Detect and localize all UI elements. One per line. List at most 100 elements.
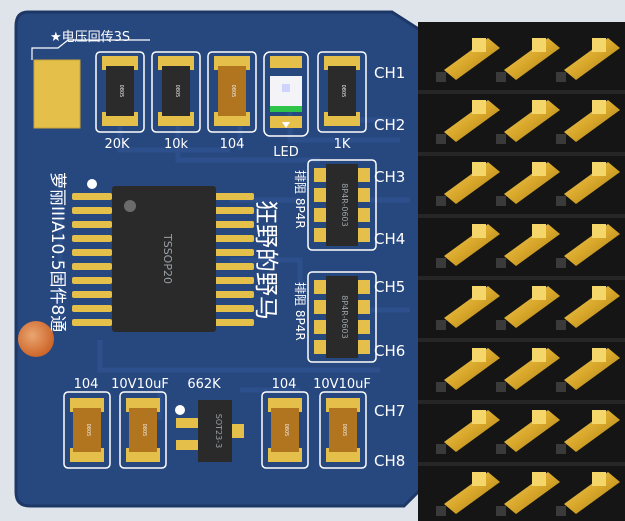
header-pin-tip	[592, 162, 606, 176]
svg-text:0805: 0805	[174, 85, 180, 98]
svg-text:SOT23-3: SOT23-3	[214, 414, 223, 448]
header-pin-tip	[532, 38, 546, 52]
brand-label: 狂野的野马	[252, 200, 280, 320]
header-pin-hole	[556, 506, 566, 516]
label-10k: 10k	[164, 137, 189, 152]
header-pin-tip	[472, 100, 486, 114]
header-pin-hole	[556, 444, 566, 454]
svg-text:0805: 0805	[85, 424, 91, 437]
capacitor-104-top: 0805	[207, 51, 257, 133]
battery-pad	[34, 60, 80, 128]
header-pin-tip	[592, 224, 606, 238]
resistor-10k: 0805	[151, 51, 201, 133]
firmware-label: 萝丽IIIA10.5固件8通	[47, 172, 67, 332]
header-pin-hole	[496, 382, 506, 392]
label-104-top: 104	[220, 137, 245, 152]
header-pin-hole	[496, 444, 506, 454]
label-10v-right: 10V10uF	[313, 377, 371, 392]
svg-text:0805: 0805	[340, 85, 346, 98]
label-ch4: CH4	[374, 230, 405, 248]
header-pin-tip	[532, 472, 546, 486]
svg-text:8P4R-0603: 8P4R-0603	[340, 183, 349, 226]
header-pin-tip	[592, 286, 606, 300]
label-ch7: CH7	[374, 402, 405, 420]
orange-marker	[18, 321, 54, 357]
header-pin-tip	[472, 224, 486, 238]
header-pin-hole	[496, 72, 506, 82]
svg-text:8P4R-0603: 8P4R-0603	[340, 295, 349, 338]
header-pin-hole	[556, 382, 566, 392]
transistor-sot23: SOT23-3	[175, 400, 244, 462]
header-pin-hole	[496, 196, 506, 206]
resistor-array-top: 8P4R-0603	[307, 159, 377, 251]
label-1k: 1K	[334, 137, 351, 152]
label-ch5: CH5	[374, 278, 405, 296]
svg-text:TSSOP20: TSSOP20	[161, 233, 174, 284]
header-pin-hole	[436, 134, 446, 144]
resistor-1k: 0805	[317, 51, 367, 133]
capacitor-104-bottom-left: 0805	[63, 391, 111, 469]
header-pin-hole	[556, 72, 566, 82]
header-pin-hole	[496, 506, 506, 516]
header-pin-tip	[532, 100, 546, 114]
capacitor-104-bottom-right: 0805	[261, 391, 309, 469]
header-pin-tip	[472, 38, 486, 52]
svg-text:0805: 0805	[230, 85, 236, 98]
header-pin-hole	[496, 134, 506, 144]
header-pin-hole	[436, 72, 446, 82]
label-20k: 20K	[104, 137, 130, 152]
label-ch1: CH1	[374, 64, 405, 82]
header-pin-tip	[472, 162, 486, 176]
header-pin-tip	[532, 410, 546, 424]
header-pin-hole	[496, 320, 506, 330]
header-pin-hole	[496, 258, 506, 268]
header-pin-tip	[592, 348, 606, 362]
label-104-bottom-left: 104	[74, 377, 99, 392]
array-top-label: 排阻 8P4R	[293, 170, 307, 229]
header-pin-tip	[532, 162, 546, 176]
header-pin-tip	[592, 472, 606, 486]
array-bottom-label: 排阻 8P4R	[293, 282, 307, 341]
label-ch6: CH6	[374, 342, 405, 360]
header-pins	[436, 38, 620, 516]
led	[263, 51, 309, 137]
label-ch8: CH8	[374, 452, 405, 470]
header-pin-tip	[532, 286, 546, 300]
header-pin-hole	[436, 258, 446, 268]
header-pin-hole	[556, 320, 566, 330]
svg-text:0805: 0805	[118, 85, 124, 98]
capacitor-10v-right: 0805	[319, 391, 367, 469]
header-pin-tip	[592, 38, 606, 52]
copper-traces	[57, 100, 410, 420]
header-pin-hole	[556, 258, 566, 268]
header-pin-tip	[472, 286, 486, 300]
pcb-board	[16, 12, 420, 506]
header-pin-hole	[436, 506, 446, 516]
header-pin-hole	[556, 134, 566, 144]
capacitor-10v-left: 0805	[119, 391, 167, 469]
label-led: LED	[273, 145, 298, 160]
header-pin-tip	[472, 472, 486, 486]
label-ch3: CH3	[374, 168, 405, 186]
header-pin-tip	[472, 410, 486, 424]
ic-tssop20: TSSOP20	[72, 179, 254, 332]
header-pin-tip	[592, 100, 606, 114]
svg-text:0805: 0805	[141, 424, 147, 437]
header-pin-hole	[436, 444, 446, 454]
svg-text:0805: 0805	[341, 424, 347, 437]
header-pin-tip	[532, 224, 546, 238]
label-104-bottom-right: 104	[272, 377, 297, 392]
header-pin-hole	[436, 196, 446, 206]
header-pin-tip	[592, 410, 606, 424]
resistor-20k: 0805	[95, 51, 145, 133]
label-10v-left: 10V10uF	[111, 377, 169, 392]
header-pin-tip	[532, 348, 546, 362]
header-pin-hole	[436, 382, 446, 392]
resistor-array-bottom: 8P4R-0603	[307, 271, 377, 363]
header-pin-hole	[556, 196, 566, 206]
title-label: ★电压回传3S	[50, 30, 130, 45]
header-pin-tip	[472, 348, 486, 362]
label-662k: 662K	[187, 377, 221, 392]
